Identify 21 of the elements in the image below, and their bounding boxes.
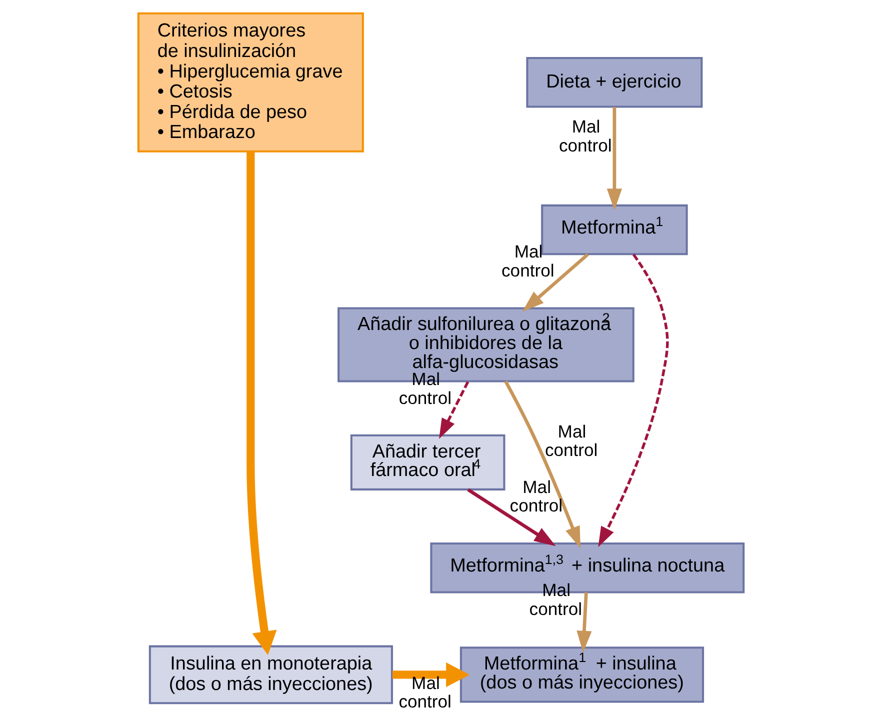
edge-label: Mal control (398, 672, 451, 712)
node-box: Metformina$^{1}$ (540, 204, 688, 256)
arrow (392, 662, 470, 688)
arrow (576, 592, 592, 652)
arrow (438, 381, 469, 439)
edge-label: Mal control (558, 116, 612, 156)
node-box: Insulina en monoterapia (dos o más inyecciones) (148, 645, 392, 704)
node-box: Añadir tercer fármaco oral$^{4}$ (350, 434, 505, 490)
edge-label: Mal control (509, 476, 562, 516)
edge-label: Mal control (544, 421, 598, 460)
arrow (598, 254, 668, 548)
arrow (606, 106, 622, 210)
node-box: Dieta + ejercicio (526, 57, 702, 108)
arrow (246, 152, 276, 655)
node-box: Criterios mayores de insulinización • Hiperglucemia grave • Cetosis • Pérdida de peso • Embarazo (136, 12, 364, 152)
arrow (466, 488, 556, 546)
edge-label: Mal control (528, 580, 582, 620)
edge-label: Mal control (398, 368, 452, 408)
node-box: Metformina$^{1}$ + insulina (dos o más inyecciones) (459, 646, 704, 703)
arrow (504, 380, 580, 548)
arrow (522, 253, 588, 312)
